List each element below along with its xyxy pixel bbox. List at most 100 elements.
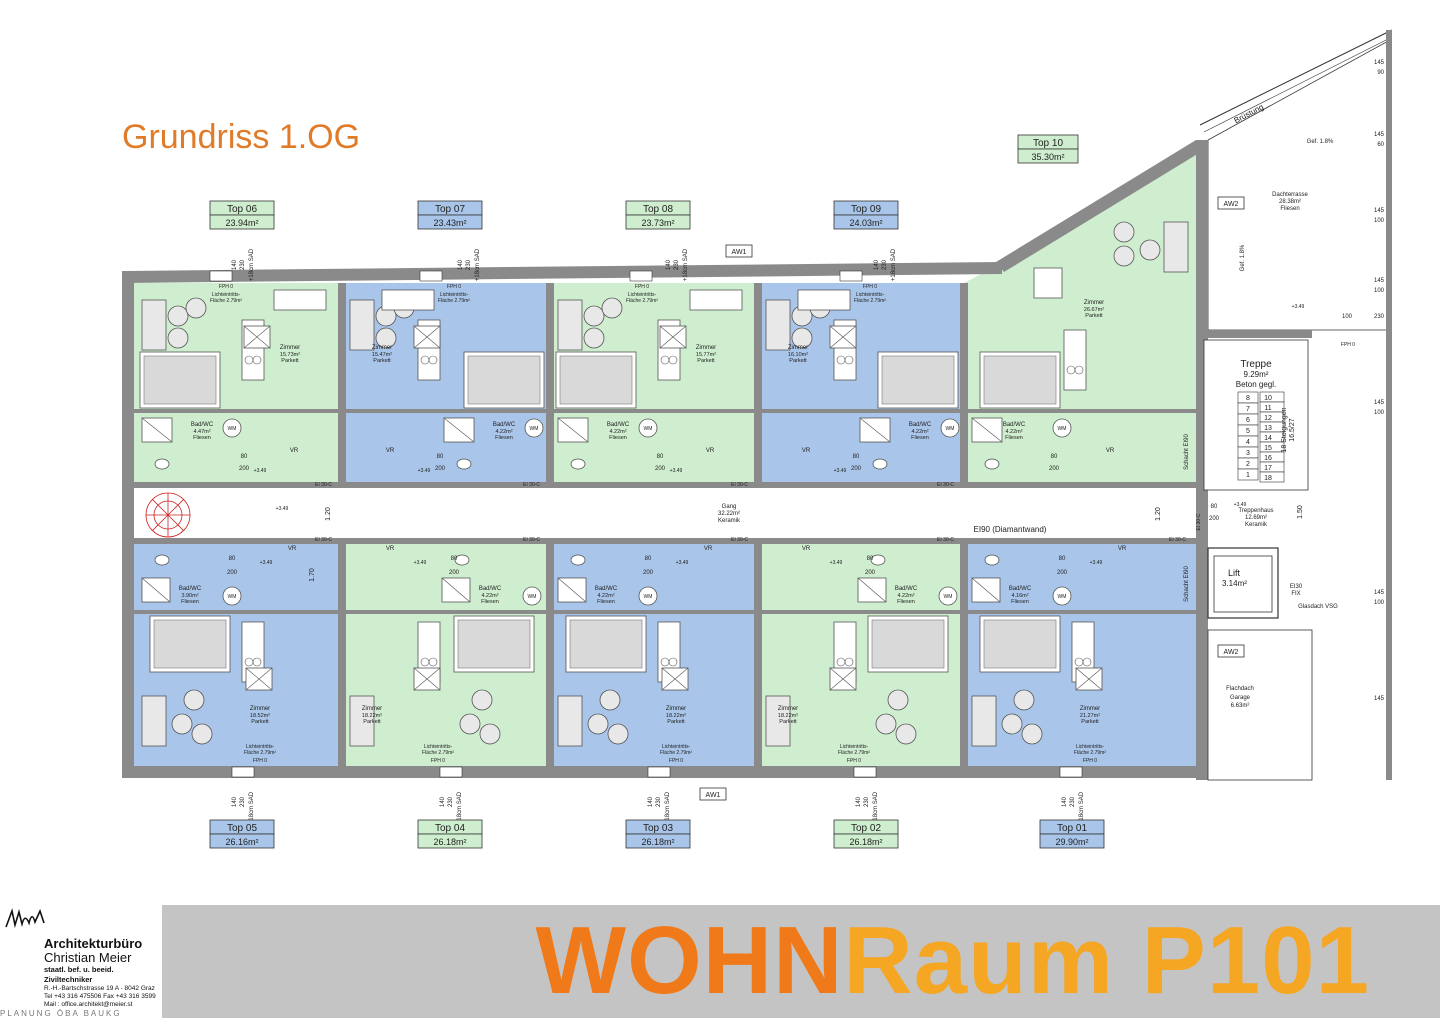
stove [844,355,854,365]
window-seat [381,289,435,311]
toilet [570,458,586,470]
bath-area: 4.22m² [1005,429,1022,435]
top-name: Top 02 [851,823,881,834]
window [231,766,255,778]
room-label: Zimmer [696,345,716,351]
level-mark: +3.49 [1090,560,1103,566]
wall-ei90-label: EI90 (Diamantwand) [974,525,1047,534]
light-area: Fläche 2.79m² [244,750,276,756]
aw1-box-top [725,244,753,258]
door-dim: 200 [239,466,250,472]
top-area-box [209,833,275,849]
stove [252,355,262,365]
room-floor: Parkett [281,358,299,364]
kitchen-counter [1063,329,1087,391]
stair-step [1237,468,1259,481]
toilet [870,554,886,566]
washing-machine [222,418,242,438]
vr-label: VR [802,546,811,552]
sofa [765,695,791,747]
light-label: Lichteintritts- [628,292,657,298]
room-label: Zimmer [250,706,270,712]
toilet [570,554,586,566]
wardrobe-line [413,667,441,691]
room-label: Zimmer [1084,300,1104,306]
roof-terrace [1207,39,1391,331]
dim-120: 1.20 [325,507,332,521]
dim-230: 230 [240,259,246,270]
edge-dim: 145 [1374,132,1385,138]
light-label: Lichteintritts- [1076,744,1105,750]
washing-machine [940,418,960,438]
shower-line [141,417,173,443]
light-label: Lichteintritts- [840,744,869,750]
top-area: 26.18m² [641,837,674,847]
wm-label: WM [644,426,653,432]
roof-terrace-floor: Fliesen [1280,206,1299,212]
stair-number: 4 [1246,439,1250,446]
vr-label: VR [290,448,299,454]
brand-part2: Raum P101 [843,907,1370,1014]
outer-wall-diagonal [996,140,1204,272]
stair-number: 15 [1264,445,1272,452]
bath-floor: Fliesen [495,435,513,441]
slope-label: Gef. 1.8% [1307,139,1334,145]
door-dim: 80 [241,454,248,460]
dim-140: 140 [856,796,862,807]
partition-wall [754,540,762,766]
top-name: Top 05 [227,823,257,834]
stove [428,657,438,667]
fph-label: FPH 0 [863,284,877,290]
bed-mattress [871,619,945,669]
window [419,270,443,282]
room-area: 16.10m² [788,352,808,358]
chair [183,689,205,711]
wm-label: WM [644,594,653,600]
bath-label: Bad/WC [191,422,214,428]
aw1-box-bottom [699,787,727,801]
window [839,270,863,282]
edge-dim: 100 [1374,288,1385,294]
door-dim: 80 [1059,556,1066,562]
stair-step [1259,471,1285,483]
corridor-area: 32.22m² [718,511,740,517]
bath-wall-top [134,409,1196,413]
office-person: Christian Meier [44,950,132,965]
top-name: Top 03 [643,823,673,834]
bath-floor: Fliesen [193,435,211,441]
dim-230: 230 [674,259,680,270]
aw1-label: AW1 [706,792,721,799]
edge-dim: 145 [1374,208,1385,214]
shower-line [859,417,891,443]
chair [471,689,493,711]
flatroof-area: 6.63m² [1231,703,1250,709]
stair-number: 14 [1264,435,1272,442]
stair-number: 7 [1246,406,1250,413]
edge-dim: 145 [1374,696,1385,702]
bed-mattress [881,355,955,405]
shower-line [443,417,475,443]
stair-number: 17 [1264,465,1272,472]
door-dim: 80 [1211,504,1218,510]
office-address: R.-H.-Bartschstrasse 19 A - 8042 Graz [44,985,155,992]
window [629,270,653,282]
stairwell-label: Treppenhaus [1238,508,1273,514]
dim-170: 1.70 [309,568,316,582]
dim-140: 140 [1062,796,1068,807]
bed-mattress [457,619,531,669]
chair [1021,723,1043,745]
door-ei30: EI 30-C [523,482,540,488]
wardrobe-line [829,325,857,349]
shaft-label: Schacht EI90 [1184,433,1190,469]
stair-number: 5 [1246,428,1250,435]
chair [459,713,481,735]
office-mail: Mail : office.architekt@meier.st [44,1001,133,1008]
fph-label: FPH 0 [669,758,683,764]
shower-line [971,417,1003,443]
aw2-label: AW2 [1224,649,1239,656]
stove [668,657,678,667]
sofa [971,695,997,747]
chair [191,723,213,745]
level-mark: +3.49 [418,468,431,474]
top-name: Top 08 [643,204,673,215]
